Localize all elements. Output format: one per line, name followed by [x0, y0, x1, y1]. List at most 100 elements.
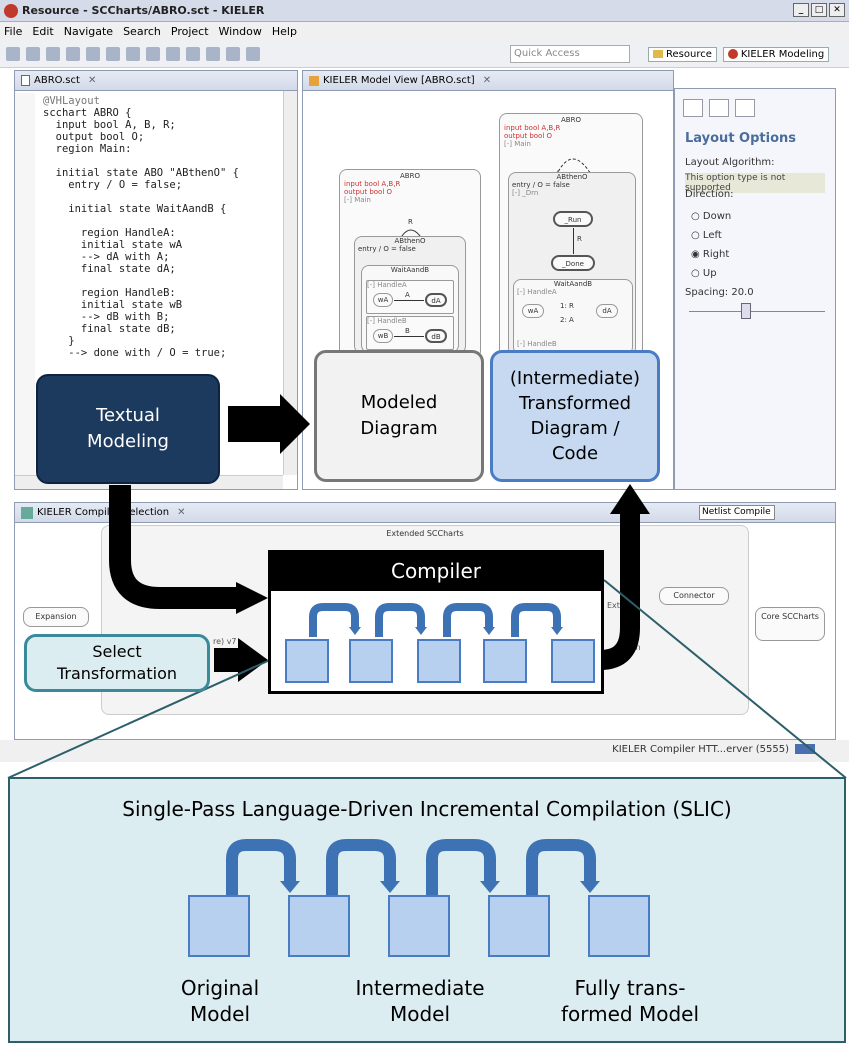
- window-titlebar: Resource - SCCharts/ABRO.sct - KIELER _ …: [0, 0, 849, 22]
- editor-scrollbar[interactable]: [283, 91, 297, 475]
- radio-right[interactable]: ◉ Right: [691, 245, 731, 264]
- zoom-line-left: [7, 659, 271, 779]
- back-icon[interactable]: [226, 46, 240, 61]
- nav-icon[interactable]: [206, 46, 220, 61]
- region-label: [-] HandleB: [367, 317, 407, 325]
- state-entry: entry / O = false: [358, 245, 416, 253]
- forward-icon[interactable]: [246, 46, 260, 61]
- perspective-resource[interactable]: Resource: [648, 46, 717, 62]
- spacing-slider[interactable]: [689, 311, 825, 312]
- spacing-label: Spacing: 20.0: [685, 287, 754, 298]
- perspective-resource-label: Resource: [666, 48, 712, 60]
- netlist-select[interactable]: Netlist Compile: [699, 505, 775, 520]
- code-line: initial state ABO "ABthenO" {: [43, 167, 239, 179]
- tools-icon[interactable]: [166, 46, 180, 61]
- v7-label: re) v7: [213, 637, 237, 646]
- label-a: A: [405, 291, 410, 299]
- maximize-button[interactable]: □: [811, 3, 827, 17]
- compiler-step-2: [349, 639, 393, 683]
- menu-file[interactable]: File: [4, 24, 23, 38]
- pen-icon[interactable]: [186, 46, 200, 61]
- label-intermediate-model: Intermediate Model: [355, 976, 485, 1026]
- arrow-head-transformed: [610, 484, 650, 514]
- editor-tab[interactable]: ABRO.sct ✕: [15, 71, 297, 91]
- menu-edit[interactable]: Edit: [32, 24, 54, 38]
- state-wb[interactable]: wB: [373, 329, 393, 343]
- region-handleb: [-] HandleB wB B dB: [366, 316, 454, 350]
- expand-icon[interactable]: [683, 99, 703, 117]
- perspective-kieler[interactable]: KIELER Modeling: [722, 46, 830, 62]
- close-tab-icon[interactable]: ✕: [87, 75, 97, 86]
- settings-icon[interactable]: [146, 46, 160, 61]
- search-icon[interactable]: [86, 46, 100, 61]
- region-label: [-] HandleA: [517, 288, 557, 296]
- diagram-abro-right[interactable]: ABRO input bool A,B,R output bool O [-] …: [499, 113, 643, 359]
- layout-algorithm-label: Layout Algorithm:: [685, 157, 775, 168]
- slic-step-1: [188, 895, 250, 957]
- menu-window[interactable]: Window: [218, 24, 262, 38]
- slic-title: Single-Pass Language-Driven Incremental …: [122, 797, 732, 821]
- globe-icon[interactable]: [126, 46, 140, 61]
- inner-state-name: WaitAandB: [390, 266, 430, 274]
- state-da[interactable]: dA: [596, 304, 618, 318]
- state-wa[interactable]: wA: [373, 293, 393, 307]
- radio-down-label: Down: [702, 211, 732, 222]
- state-done[interactable]: _Done: [551, 255, 595, 271]
- layout-tool-buttons: [683, 99, 755, 117]
- state-db[interactable]: dB: [425, 329, 447, 343]
- fit-icon[interactable]: [735, 99, 755, 117]
- state-abthen0[interactable]: ABthenO entry / O = false WaitAandB [-] …: [354, 236, 466, 354]
- slic-step-2: [288, 895, 350, 957]
- close-button[interactable]: ✕: [829, 3, 845, 17]
- callout-modeled-diagram: Modeled Diagram: [314, 350, 484, 482]
- kieler-icon: [727, 49, 738, 59]
- ext-label: Ext: [607, 601, 620, 610]
- close-tab-icon[interactable]: ✕: [177, 507, 186, 518]
- label-1r: 1: R: [560, 302, 574, 310]
- state-name: ABthenO: [556, 173, 588, 181]
- label-r: R: [408, 218, 413, 226]
- model-view-tab[interactable]: KIELER Model View [ABRO.sct] ✕: [303, 71, 673, 91]
- radio-down[interactable]: ○ Down: [691, 207, 731, 226]
- radio-left[interactable]: ○ Left: [691, 226, 731, 245]
- core-sccharts-node[interactable]: Core SCCharts: [755, 607, 825, 641]
- state-waitaandb[interactable]: WaitAandB [-] HandleA wA A dA [-] Handle…: [361, 265, 459, 353]
- transition-b: [394, 336, 424, 337]
- code-line: --> done with / O = true;: [43, 347, 227, 359]
- kieler-app-icon: [4, 3, 18, 18]
- code-line: output bool O;: [43, 131, 145, 143]
- save-all-icon[interactable]: [46, 46, 60, 61]
- save-icon[interactable]: [26, 46, 40, 61]
- print-icon[interactable]: [66, 46, 80, 61]
- collapse-icon[interactable]: [709, 99, 729, 117]
- binary-icon[interactable]: [106, 46, 120, 61]
- menu-project[interactable]: Project: [170, 24, 209, 38]
- callout-select-transformation: Select Transformation: [24, 634, 210, 692]
- direction-radios: ○ Down ○ Left ◉ Right ○ Up: [691, 207, 731, 283]
- close-tab-icon[interactable]: ✕: [482, 75, 492, 86]
- menu-search[interactable]: Search: [123, 24, 161, 38]
- new-icon[interactable]: [6, 46, 20, 61]
- spacing-slider-thumb[interactable]: [741, 303, 751, 319]
- diagram-region: [-] Main: [504, 140, 531, 148]
- menubar: File Edit Navigate Search Project Window…: [0, 22, 849, 40]
- state-abthen0-2[interactable]: ABthenO entry / O = false [-] _Drn _Run …: [508, 172, 636, 356]
- state-da[interactable]: dA: [425, 293, 447, 307]
- code-line: final state dB;: [43, 323, 176, 335]
- radio-up[interactable]: ○ Up: [691, 264, 731, 283]
- minimize-button[interactable]: _: [793, 3, 809, 17]
- menu-help[interactable]: Help: [271, 24, 297, 38]
- expansion-node[interactable]: Expansion: [23, 607, 89, 627]
- compiler-icon: [21, 506, 33, 519]
- window-controls: _ □ ✕: [793, 3, 845, 17]
- connector-node[interactable]: Connector: [659, 587, 729, 605]
- model-view-tab-label: KIELER Model View [ABRO.sct]: [323, 75, 475, 86]
- menu-navigate[interactable]: Navigate: [63, 24, 114, 38]
- state-run[interactable]: _Run: [553, 211, 593, 227]
- state-wa[interactable]: wA: [522, 304, 544, 318]
- quick-access-input[interactable]: Quick Access: [510, 45, 630, 63]
- editor-gutter: [15, 93, 35, 489]
- diagram-abro-left[interactable]: ABRO input bool A,B,R output bool O [-] …: [339, 169, 481, 359]
- code-line: input bool A, B, R;: [43, 119, 176, 131]
